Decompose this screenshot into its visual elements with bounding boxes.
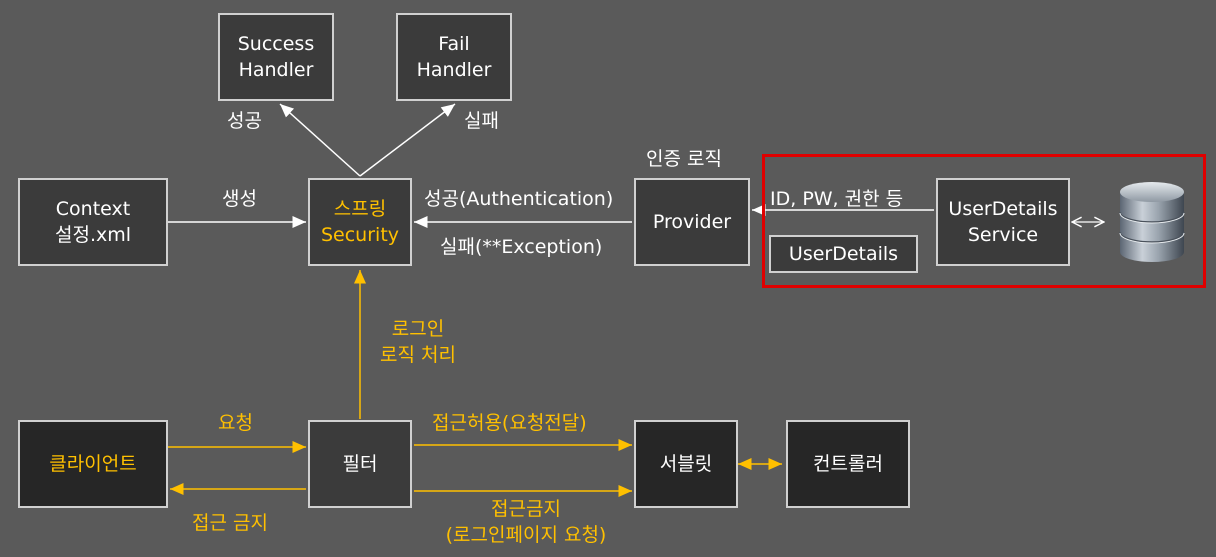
filter-box: 필터 bbox=[308, 420, 412, 508]
provider-box: Provider bbox=[634, 178, 750, 266]
fail-handler-box: Fail Handler bbox=[396, 13, 512, 101]
label-access-forbidden-login: 접근금지 (로그인페이지 요청) bbox=[445, 498, 607, 546]
label-create: 생성 bbox=[222, 188, 257, 210]
spring-security-box: 스프링 Security bbox=[308, 178, 412, 266]
arrow-to-success-handler bbox=[279, 103, 361, 177]
controller-box: 컨트롤러 bbox=[786, 420, 910, 508]
database-icon bbox=[1119, 182, 1185, 262]
success-handler-box: Success Handler bbox=[218, 13, 334, 101]
user-details-box: UserDetails bbox=[769, 235, 918, 273]
label-success: 성공 bbox=[227, 110, 262, 132]
label-fail-exception: 실패(**Exception) bbox=[440, 236, 603, 258]
label-id-pw-role: ID, PW, 권한 등 bbox=[770, 188, 904, 210]
label-fail: 실패 bbox=[464, 110, 499, 132]
label-login-logic: 로그인 로직 처리 bbox=[380, 318, 456, 366]
arrow-to-fail-handler bbox=[359, 103, 456, 177]
label-request: 요청 bbox=[218, 412, 253, 434]
client-box: 클라이언트 bbox=[18, 420, 168, 508]
label-success-authentication: 성공(Authentication) bbox=[424, 188, 614, 210]
label-auth-logic: 인증 로직 bbox=[646, 148, 722, 170]
servlet-box: 서블릿 bbox=[634, 420, 738, 508]
label-access-allowed: 접근허용(요청전달) bbox=[432, 412, 587, 434]
user-details-service-box: UserDetails Service bbox=[936, 178, 1070, 266]
context-config-box: Context 설정.xml bbox=[18, 178, 168, 266]
user-details-highlight-frame bbox=[762, 154, 1206, 288]
label-access-denied: 접근 금지 bbox=[192, 512, 268, 534]
